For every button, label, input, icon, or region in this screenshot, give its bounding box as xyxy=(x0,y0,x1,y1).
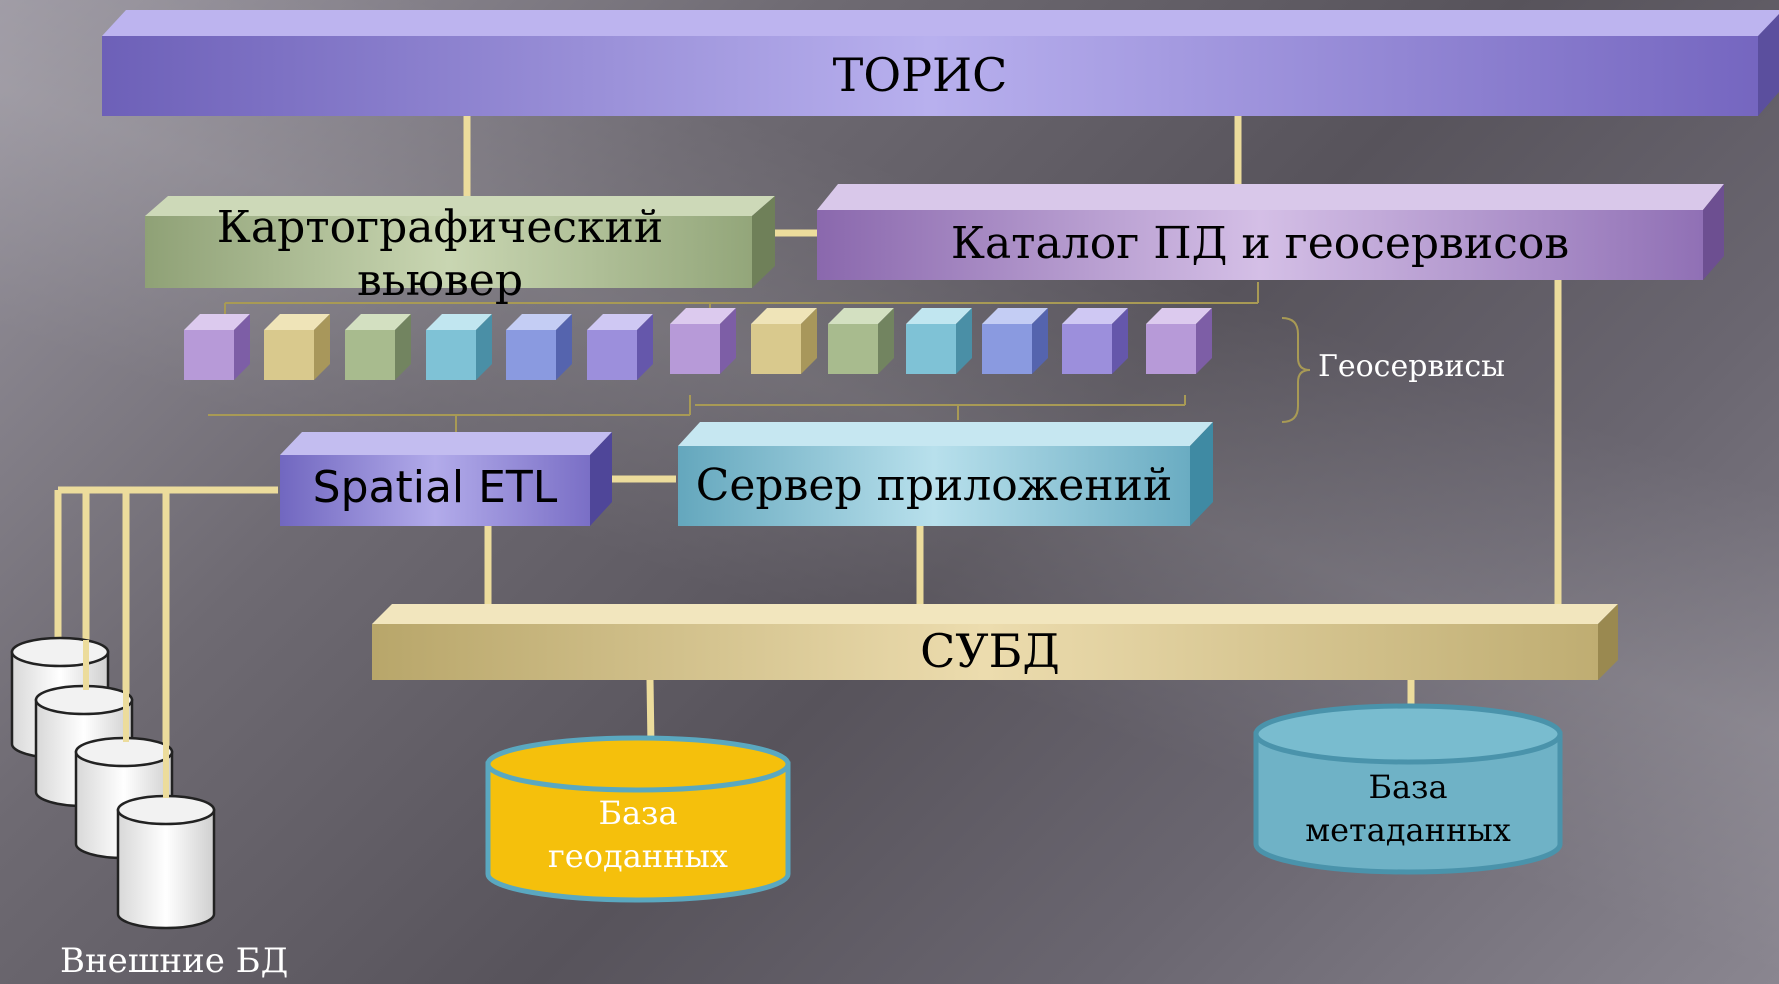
external-db-label: Внешние БД xyxy=(60,941,289,981)
geoservice-cube-9-icon xyxy=(828,308,894,374)
catalog-block xyxy=(817,184,1724,280)
metadb-cylinder xyxy=(1253,703,1563,875)
geoservice-cube-10-icon xyxy=(906,308,972,374)
geoservice-cubes xyxy=(184,308,1212,380)
toris-label: ТОРИС xyxy=(832,48,1008,102)
geoservice-cube-7-icon xyxy=(670,308,736,374)
geodb-cylinder xyxy=(485,735,791,903)
geoservice-cube-11-icon xyxy=(982,308,1048,374)
geoservice-cube-13-icon xyxy=(1146,308,1212,374)
geoservice-cube-8-icon xyxy=(751,308,817,374)
metadb-label: База метаданных xyxy=(1305,768,1511,850)
etl-label: Spatial ETL xyxy=(312,462,558,513)
geoservice-cube-2-icon xyxy=(264,314,330,380)
etl-block xyxy=(280,432,612,526)
appserver-label: Сервер приложений xyxy=(695,460,1173,511)
external-connector-tips xyxy=(83,640,169,798)
external-db-cylinders xyxy=(10,636,216,930)
geoservice-cube-4-icon xyxy=(426,314,492,380)
geoservice-cube-6-icon xyxy=(587,314,653,380)
toris-block xyxy=(102,10,1779,116)
geodb-label: База геоданных xyxy=(548,794,728,876)
dbms-label: СУБД xyxy=(920,624,1060,678)
appserver-block xyxy=(678,422,1213,526)
catalog-label: Каталог ПД и геосервисов xyxy=(950,218,1570,269)
geoservice-cube-5-icon xyxy=(506,314,572,380)
dbms-block xyxy=(372,604,1618,680)
geoservice-cube-12-icon xyxy=(1062,308,1128,374)
connectors xyxy=(54,112,1562,790)
external-db-cylinder-4-icon xyxy=(116,794,216,930)
geoservice-cube-3-icon xyxy=(345,314,411,380)
geoservice-cube-1-icon xyxy=(184,314,250,380)
viewer-label: Картографический вьювер xyxy=(216,202,664,306)
connector-dbms-geodb xyxy=(646,679,655,747)
geoservices-label: Геосервисы xyxy=(1318,349,1506,384)
viewer-block xyxy=(145,196,775,288)
